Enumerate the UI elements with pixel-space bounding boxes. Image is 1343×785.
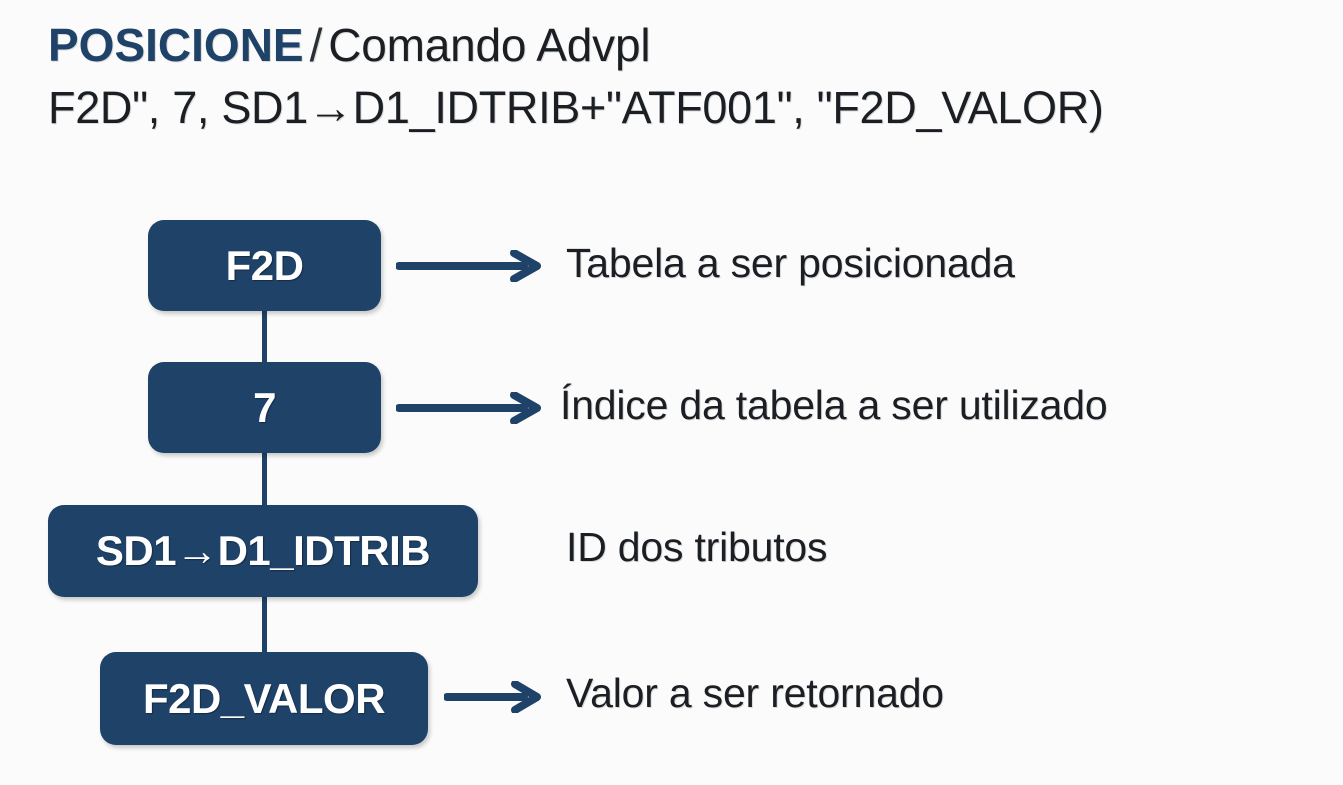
- node-box-index[interactable]: 7: [148, 362, 381, 453]
- connector-line-3: [262, 594, 267, 655]
- node-description-2: Índice da tabela a ser utilizado: [560, 382, 1108, 428]
- node-description-1: Tabela a ser posicionada: [566, 240, 1015, 286]
- header: POSICIONE/Comando Advpl F2D", 7, SD1→D1_…: [48, 14, 1308, 139]
- node-description-4: Valor a ser retornado: [566, 670, 944, 716]
- page-title-keyword: POSICIONE: [48, 19, 304, 71]
- arrow-right-icon: [396, 392, 541, 424]
- command-code-line: F2D", 7, SD1→D1_IDTRIB+"ATF001", "F2D_VA…: [48, 82, 1104, 133]
- connector-line-1: [262, 308, 267, 366]
- node-box-sd1-d1-idtrib[interactable]: SD1→D1_IDTRIB: [48, 505, 478, 597]
- page-title-subtitle: Comando Advpl: [328, 19, 651, 71]
- node-box-f2d[interactable]: F2D: [148, 220, 381, 311]
- page-title-separator: /: [309, 19, 323, 71]
- node-box-f2d-valor[interactable]: F2D_VALOR: [100, 652, 428, 745]
- page-title: POSICIONE/Comando Advpl: [48, 14, 1308, 77]
- node-label: SD1→D1_IDTRIB: [95, 527, 431, 574]
- connector-line-2: [262, 450, 267, 508]
- node-label: F2D: [225, 241, 304, 289]
- node-label: 7: [253, 383, 276, 431]
- node-label: F2D_VALOR: [142, 674, 386, 722]
- arrow-right-icon: [396, 250, 541, 282]
- arrow-right-icon: [444, 681, 541, 713]
- node-description-3: ID dos tributos: [566, 524, 828, 570]
